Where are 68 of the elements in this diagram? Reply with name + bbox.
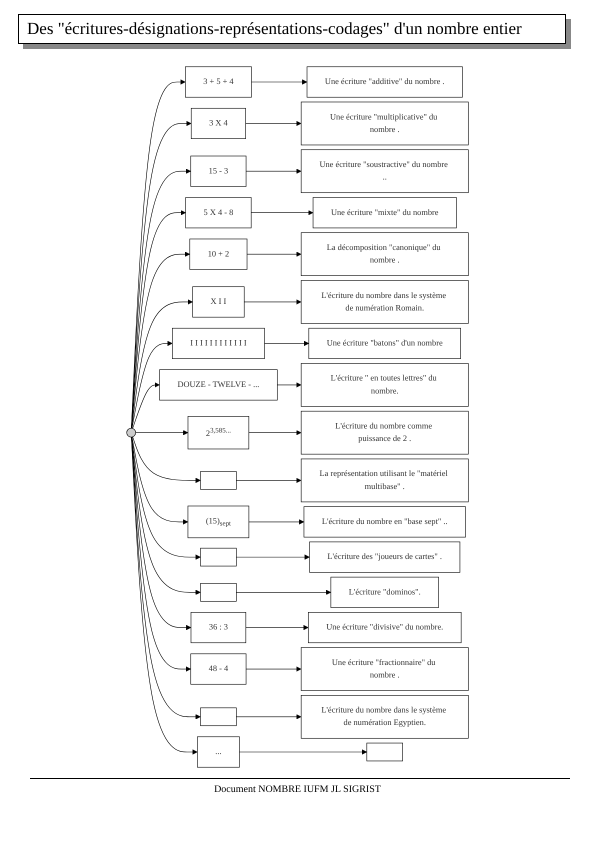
arrow [236,554,310,560]
arrow [236,478,302,484]
node-box [366,742,403,762]
arrow [245,120,302,126]
arrow [236,714,302,720]
arrow [131,252,190,428]
node-box: X I I [192,286,244,318]
node-box: Une écriture "fractionnaire" du nombre . [300,647,469,691]
node-box: 2$^{3,585...}$ [188,416,250,450]
node-box: 15 - 3 [190,156,246,187]
node-box: 3 + 5 + 4 [185,66,252,98]
node-box: Une écriture "divisive" du nombre. [308,612,462,644]
arrow [132,436,201,484]
arrow [132,340,173,429]
node-box: Une écriture "multiplicative" du nombre . [300,102,469,146]
node-box: Une écriture "batons" d'un nombre [308,328,461,359]
node-box: (15)$_{sept}$ [188,506,250,538]
node-box [200,708,237,726]
arrow [250,210,314,216]
node-box: L'écriture du nombre en "base sept" .. [304,506,466,538]
node-box: L'écriture du nombre comme puissance de 2 . [300,410,469,454]
node-box [200,583,237,602]
arrow [246,624,309,630]
arrow [246,666,302,672]
arrow [248,430,302,436]
node-box: L'écriture "dominos". [330,576,439,608]
node-circle [126,428,136,438]
node-box: La représentation utilisant le "matériel multibase" . [300,458,469,502]
arrow [251,79,308,85]
arrow [131,210,186,428]
arrow [236,590,332,595]
arrow [131,436,192,630]
arrow [131,436,201,595]
node-box: I I I I I I I I I I I I [172,328,265,359]
arrow [132,436,188,525]
node-box: 3 X 4 [190,108,246,139]
arrow [246,252,302,257]
node-box: ... [197,736,240,768]
node-box: Une écriture "soustractive" du nombre .. [300,149,469,194]
arrow [264,340,310,346]
arrow [131,299,193,429]
node-box: La décomposition "canonique" du nombre . [300,232,469,276]
arrow [131,436,201,560]
arrow [131,436,191,672]
arrow [135,430,188,436]
node-box: 48 - 4 [190,654,246,685]
node-box: DOUZE - TWELVE - ... [159,369,278,400]
arrow [239,749,368,755]
arrow [248,519,304,525]
arrow [246,168,302,174]
arrow [132,382,160,429]
node-box: L'écriture du nombre dans le système de numération Egyptien. [300,695,469,739]
node-box: Une écriture "mixte" du nombre [312,197,457,228]
node-box: 10 + 2 [190,238,248,270]
node-box: 36 : 3 [190,612,246,644]
node-box [200,548,237,566]
node-box: L'écriture " en toutes lettres" du nombre. [300,363,469,407]
arrow [131,168,191,428]
node-box: Une écriture "additive" du nombre . [306,66,463,98]
node-box [200,471,237,490]
node-box: 5 X 4 - 8 [185,197,252,228]
arrow [131,79,186,428]
node-box: L'écriture des "joueurs de cartes" . [309,542,460,573]
caption: Document NOMBRE IUFM JL SIGRIST [213,784,382,795]
arrow [131,120,192,428]
arrow [276,382,302,388]
arrow [244,299,302,305]
node-box: L'écriture du nombre dans le système de numération Romain. [300,280,469,324]
